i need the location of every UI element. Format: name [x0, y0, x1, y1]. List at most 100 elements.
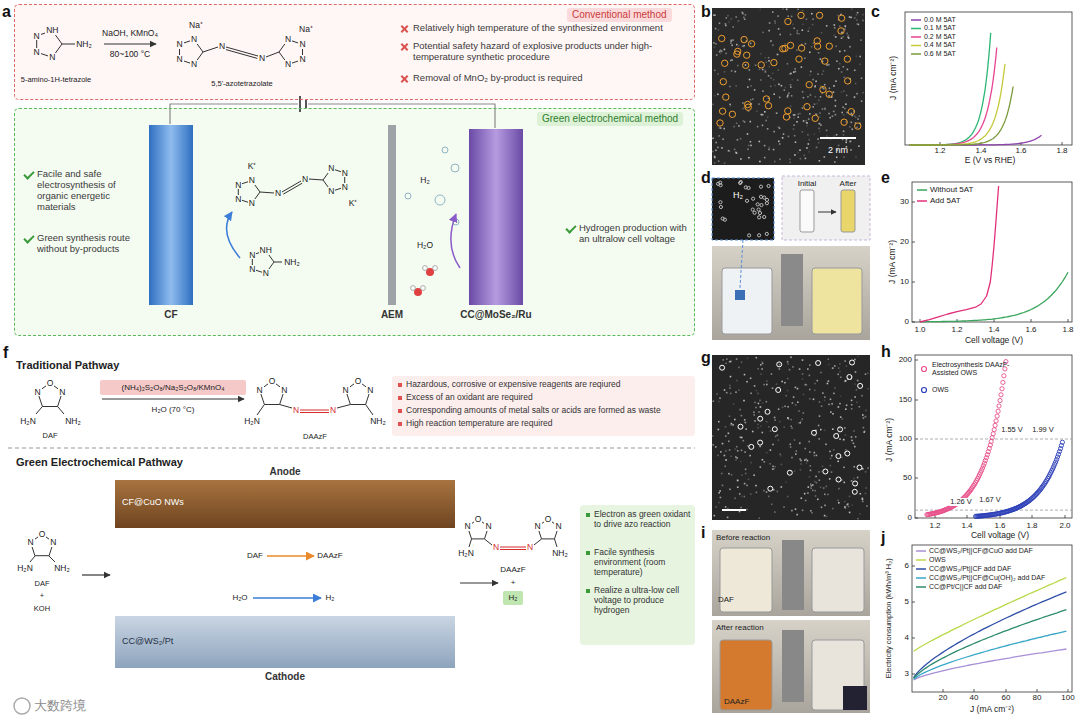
image-texture: [725, 23, 727, 25]
image-texture: [741, 415, 743, 417]
image-texture: [795, 71, 797, 73]
image-texture: [725, 53, 727, 55]
image-texture: [821, 32, 823, 34]
atom-marker: [812, 430, 817, 435]
image-texture: [838, 488, 840, 490]
anode-band: AnodeCF@CuO NWs: [115, 466, 455, 528]
image-texture: [728, 150, 730, 152]
image-texture: [794, 135, 796, 137]
reaction-arrow: [460, 582, 498, 583]
image-texture: [863, 431, 865, 433]
image-texture: [741, 474, 743, 476]
image-texture: [744, 374, 746, 376]
data-curve: [914, 631, 1067, 679]
image-texture: [771, 504, 773, 506]
image-texture: [809, 375, 811, 377]
image-texture: [799, 149, 801, 151]
tick-label: 1.6: [1015, 146, 1026, 155]
atom-marker: [758, 62, 764, 68]
image-texture: [760, 406, 762, 408]
image-texture: [792, 79, 794, 81]
atom-label: K⁺: [247, 162, 258, 171]
image-texture: [793, 28, 795, 30]
image-texture: [838, 68, 840, 70]
image-texture: [750, 121, 752, 123]
image-texture: [801, 66, 803, 68]
data-marker: [1055, 455, 1059, 459]
data-curve: [914, 578, 1067, 652]
tick-label: 1.6: [1025, 325, 1036, 334]
image-texture: [768, 30, 770, 32]
data-curve: [920, 272, 1068, 322]
image-texture: [847, 503, 849, 505]
panel-letter: c: [871, 3, 880, 21]
image-texture: [731, 45, 733, 47]
image-texture: [725, 363, 727, 365]
atom-label: N: [190, 60, 198, 69]
atom-label: O: [544, 515, 553, 524]
data-curve: [910, 64, 1005, 145]
image-texture: [753, 411, 755, 413]
image-texture: [777, 54, 779, 56]
image-texture: [849, 141, 851, 143]
image-texture: [712, 151, 714, 153]
atom-marker: [729, 111, 735, 117]
image-texture: [830, 411, 832, 413]
atom-marker: [838, 427, 843, 432]
image-texture: [769, 463, 771, 465]
image-texture: [845, 142, 847, 144]
image-texture: [851, 480, 853, 482]
image-texture: [812, 484, 814, 486]
image-texture: [857, 12, 859, 14]
image-texture: [795, 387, 797, 389]
image-texture: [743, 17, 745, 19]
image-texture: [778, 69, 780, 71]
image-texture: [837, 374, 839, 376]
tick-label: 3: [905, 669, 909, 678]
image-texture: [762, 69, 764, 71]
image-texture: [730, 42, 732, 44]
image-texture: [737, 450, 739, 452]
data-curve: [914, 610, 1067, 679]
panel-letter: j: [881, 529, 885, 547]
image-texture: [832, 368, 834, 370]
image-texture: [810, 483, 812, 485]
atom-label: O: [46, 379, 55, 388]
tick-mark: [915, 518, 918, 519]
image-texture: [760, 9, 762, 11]
image-texture: [721, 147, 723, 149]
data-marker: [1002, 374, 1006, 378]
image-texture: [778, 408, 780, 410]
image-texture: [815, 495, 817, 497]
image-texture: [742, 102, 744, 104]
image-texture: [735, 71, 737, 73]
image-texture: [714, 95, 716, 97]
image-texture: [765, 120, 767, 122]
data-marker: [991, 432, 995, 436]
drawback-item: Potential safety hazard of explosive pro…: [399, 41, 691, 63]
atom-marker: [751, 208, 754, 211]
image-texture: [858, 24, 860, 26]
image-texture: [718, 429, 720, 431]
image-texture: [746, 381, 748, 383]
image-texture: [737, 139, 739, 141]
drawback-box: Hazardous, corrosive or expensive reagen…: [392, 376, 695, 436]
tick-label: 40: [970, 693, 979, 702]
legend-text: 0.4 M 5AT: [924, 41, 956, 49]
image-texture: [818, 52, 820, 54]
atom-label: N: [484, 522, 492, 531]
atom-label: N: [234, 195, 242, 204]
image-texture: [717, 94, 719, 96]
image-texture: [837, 15, 839, 17]
image-texture: [738, 125, 740, 127]
image-texture: [862, 20, 864, 22]
image-texture: [744, 496, 746, 498]
image-texture: [823, 137, 825, 139]
image-texture: [782, 407, 784, 409]
panel-letter: e: [881, 169, 890, 187]
product-tag: [503, 591, 523, 605]
image-texture: [779, 421, 781, 423]
image-texture: [841, 32, 843, 34]
leader-line: [740, 240, 743, 288]
image-texture: [846, 33, 848, 35]
